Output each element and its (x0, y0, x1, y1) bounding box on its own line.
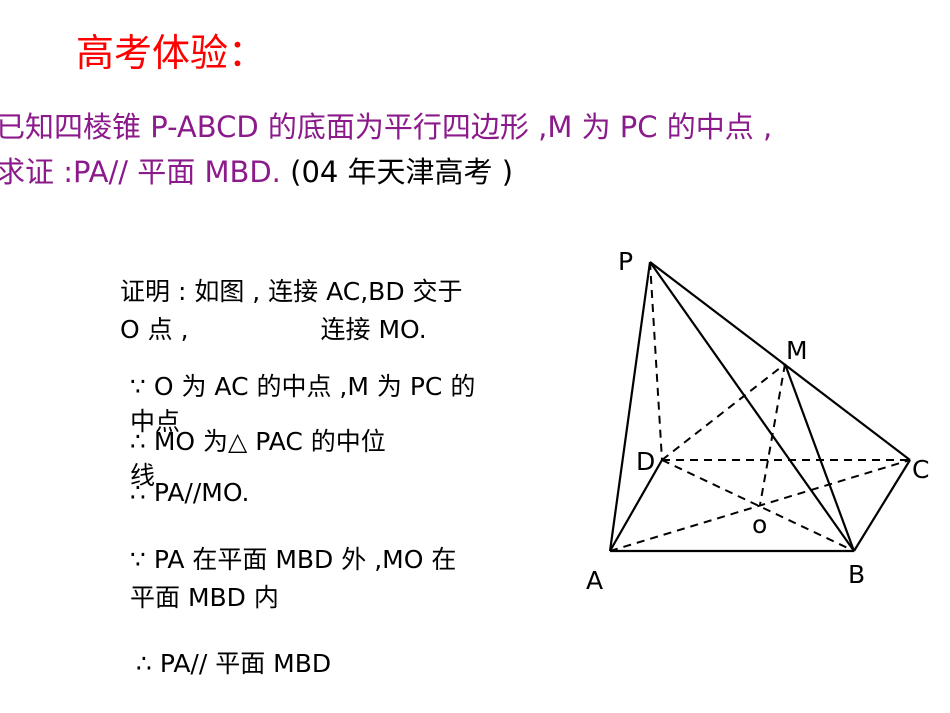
problem-statement-line2: 求证 :PA// 平面 MBD. (04 年天津高考 ) (0, 149, 513, 191)
vertex-label-C: C (912, 455, 930, 484)
vertex-label-M: M (786, 336, 808, 365)
vertex-label-A: A (586, 566, 604, 595)
vertex-label-O: o (752, 510, 768, 539)
proof-line-2: O 点 , 连接 MO. (120, 310, 427, 346)
proof-line-5: ∴ MO 为△ PAC 的中位 (130, 427, 386, 456)
edge-PA (608, 261, 652, 552)
problem-source: (04 年天津高考 ) (280, 155, 514, 189)
edge-MO (759, 363, 786, 506)
proof-line-8: ∵ PA 在平面 MBD 外 ,MO 在 (130, 545, 457, 574)
problem-statement-line1: 已知四棱锥 P-ABCD 的底面为平行四边形 ,M 为 PC 的中点 , (0, 110, 773, 144)
proof-line-9: 平面 MBD 内 (130, 583, 279, 612)
proof-line-3: ∵ O 为 AC 的中点 ,M 为 PC 的 (130, 372, 476, 401)
edge-BM (783, 363, 856, 552)
proof-line-2a: O 点 , (120, 315, 189, 344)
edge-PB (649, 261, 855, 552)
vertex-label-D: D (636, 447, 656, 476)
proof-line-1: 证明 : 如图 , 连接 AC,BD 交于 (120, 277, 463, 306)
problem-goal: 求证 :PA// 平面 MBD. (0, 155, 281, 189)
edge-DM (661, 363, 786, 461)
slide-title: 高考体验： (76, 31, 267, 75)
proof-line-7: ∴ PA//MO. (130, 478, 250, 507)
edge-DB (661, 459, 855, 552)
vertex-label-B: B (848, 560, 866, 589)
proof-line-6: 线 (130, 461, 156, 490)
proof-line-4: 中点 (130, 407, 181, 436)
edge-PD (649, 261, 663, 461)
edge-AD (609, 459, 663, 552)
proof-line-10: ∴ PA// 平面 MBD (136, 649, 332, 678)
vertex-label-P: P (618, 247, 634, 276)
edge-AC (609, 459, 911, 552)
edge-BC (853, 459, 911, 552)
edge-PC (649, 261, 911, 461)
proof-line-2b: 连接 MO. (320, 315, 427, 344)
